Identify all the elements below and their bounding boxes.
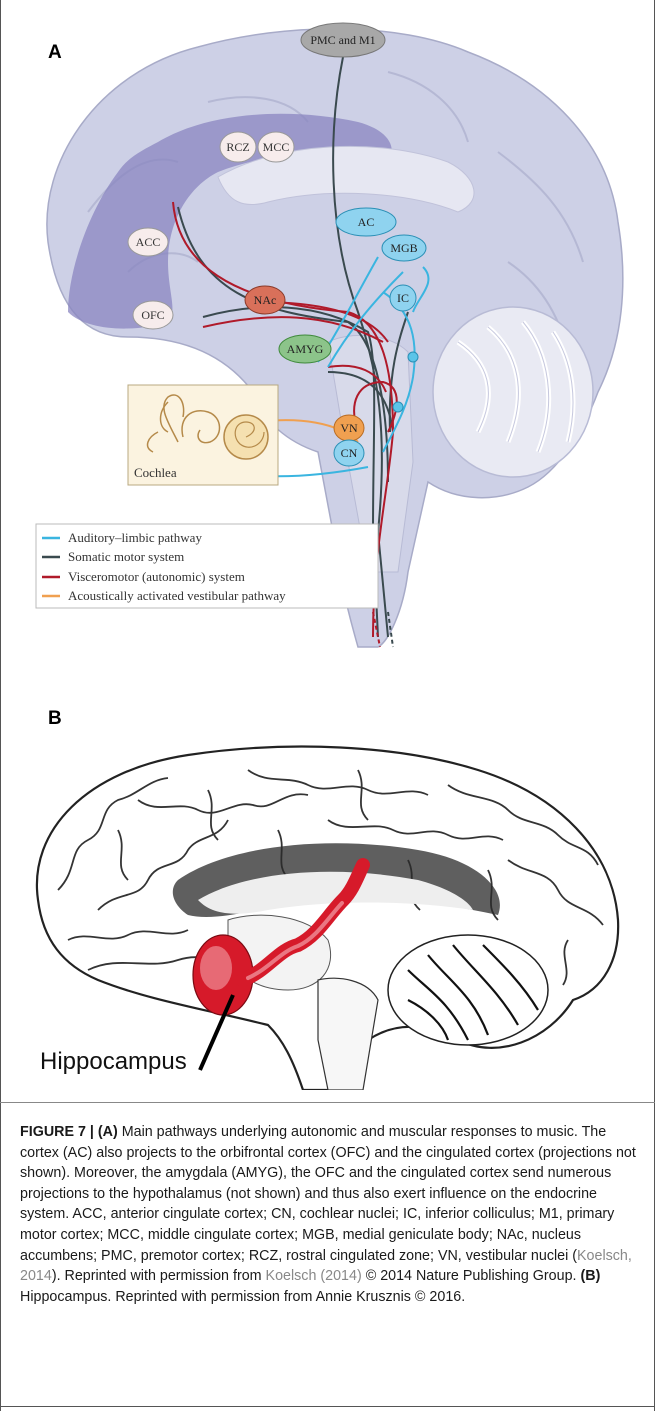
label-vn: VN bbox=[340, 421, 358, 435]
figure-a-brain-pathways: Cochlea PMC and M1 RCZ MCC ACC NAc OFC A… bbox=[28, 12, 628, 652]
caption-ref-2[interactable]: Koelsch (2014) bbox=[266, 1268, 362, 1284]
figure-b-hippocampus bbox=[28, 740, 628, 1090]
caption-text-4: Hippocampus. Reprinted with permission f… bbox=[20, 1289, 465, 1305]
caption-part-a: (A) bbox=[98, 1124, 118, 1140]
label-rcz: RCZ bbox=[226, 140, 249, 154]
legend-somatic-motor: Somatic motor system bbox=[68, 549, 184, 564]
label-ic: IC bbox=[397, 291, 409, 305]
figure-caption: FIGURE 7 | (A) Main pathways underlying … bbox=[20, 1122, 640, 1307]
label-acc: ACC bbox=[136, 235, 161, 249]
caption-part-b: (B) bbox=[580, 1268, 600, 1284]
panel-b-letter: B bbox=[48, 708, 62, 730]
label-ofc: OFC bbox=[141, 308, 164, 322]
label-cn: CN bbox=[341, 446, 358, 460]
bottom-rule bbox=[0, 1406, 655, 1407]
cerebellum bbox=[433, 307, 593, 477]
legend-visceromotor: Visceromotor (autonomic) system bbox=[68, 569, 245, 584]
caption-rule bbox=[0, 1102, 655, 1103]
caption-text-2: ). Reprinted with permission from bbox=[52, 1268, 266, 1284]
legend-auditory-limbic: Auditory–limbic pathway bbox=[68, 530, 202, 545]
legend: Auditory–limbic pathway Somatic motor sy… bbox=[36, 524, 378, 608]
caption-text-1: Main pathways underlying autonomic and m… bbox=[20, 1124, 636, 1264]
cerebellum-b bbox=[388, 935, 548, 1045]
label-pmc-m1: PMC and M1 bbox=[310, 33, 375, 47]
label-nac: NAc bbox=[254, 293, 277, 307]
caption-text-3: © 2014 Nature Publishing Group. bbox=[362, 1268, 581, 1284]
label-mcc: MCC bbox=[263, 140, 290, 154]
cochlea-label: Cochlea bbox=[134, 465, 177, 480]
label-ac: AC bbox=[358, 215, 375, 229]
label-amyg: AMYG bbox=[287, 342, 324, 356]
label-mgb: MGB bbox=[390, 241, 417, 255]
caption-figure-label: FIGURE 7 | bbox=[20, 1124, 98, 1140]
legend-vestibular: Acoustically activated vestibular pathwa… bbox=[68, 588, 286, 603]
hippocampus-label: Hippocampus bbox=[40, 1048, 187, 1076]
